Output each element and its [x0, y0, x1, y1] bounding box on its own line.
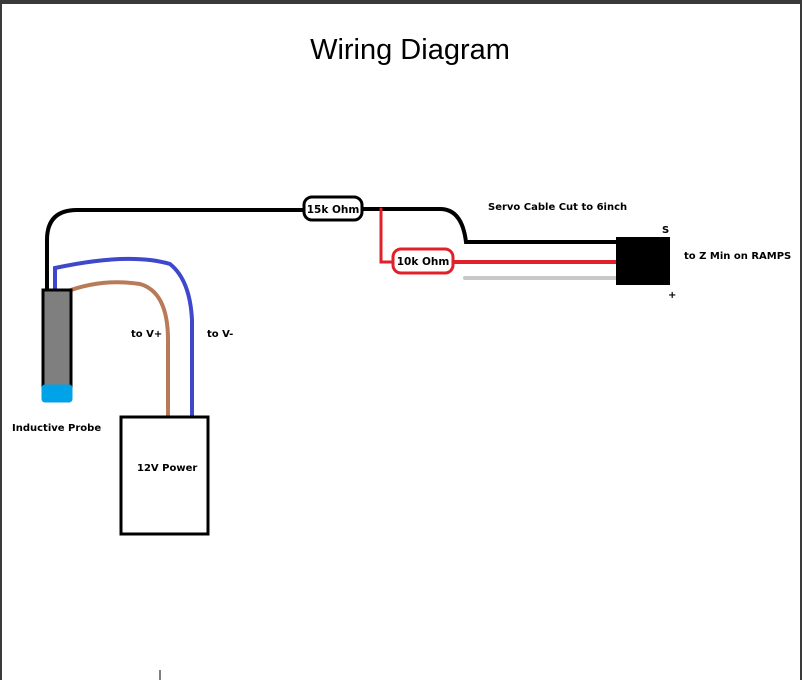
power-label: 12V Power [137, 463, 197, 474]
red-wire-branch [379, 207, 394, 264]
servo-connector [616, 237, 670, 285]
resistor-10k-label: 10k Ohm [397, 256, 450, 268]
resistor-15k-label: 15k Ohm [307, 204, 360, 216]
window-left-border [0, 0, 2, 680]
signal-pin-label: S [662, 225, 669, 236]
blue-wire [53, 256, 194, 420]
probe-label: Inductive Probe [12, 423, 101, 434]
window-top-border [0, 0, 802, 4]
vminus-label: to V- [207, 329, 233, 340]
brown-wire [61, 280, 170, 420]
window-right-border [800, 0, 802, 680]
ramps-label: to Z Min on RAMPS [684, 251, 791, 262]
resistor-10k [391, 247, 455, 275]
power-supply-box [119, 415, 210, 536]
black-signal-wire [45, 208, 307, 294]
diagram-title: Wiring Diagram [310, 34, 510, 66]
black-wire-segment-2 [359, 207, 618, 244]
resistor-15k [302, 195, 364, 222]
probe-body [41, 288, 73, 389]
plus-pin-label: + [668, 290, 676, 301]
vplus-label: to V+ [131, 329, 162, 340]
servo-cable-label: Servo Cable Cut to 6inch [488, 202, 627, 213]
probe-tip [41, 384, 73, 403]
